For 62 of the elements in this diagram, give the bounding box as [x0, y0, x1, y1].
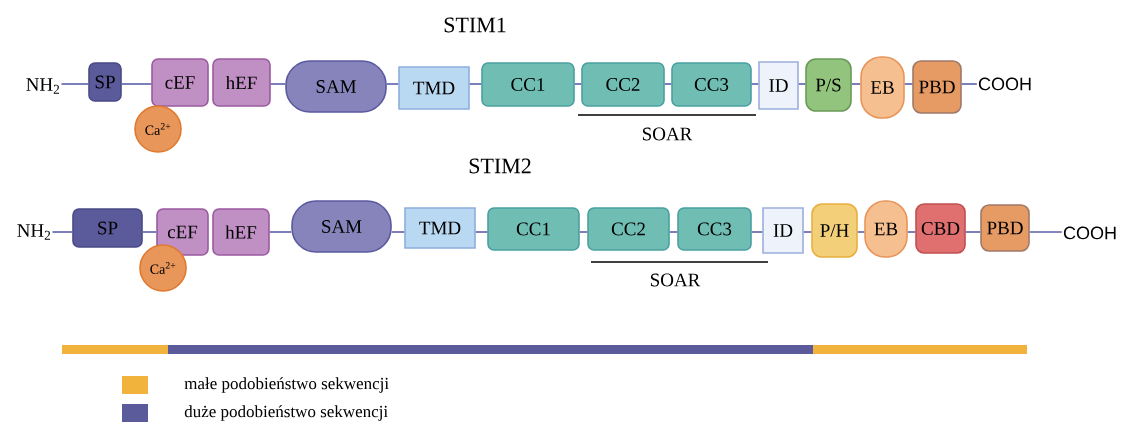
- pbd-domain: PBD: [980, 204, 1030, 252]
- coiled-coil-domain: CC1: [481, 62, 575, 107]
- backbone-line: [386, 83, 399, 85]
- id-domain: ID: [758, 61, 799, 110]
- ef-hand-domain: hEF: [212, 58, 271, 107]
- terminus-label: COOH: [1063, 226, 1116, 240]
- terminus-label: NH$_{2}$: [26, 78, 60, 94]
- ef-hand-domain: cEF: [156, 208, 209, 256]
- backbone-line: [121, 83, 152, 85]
- transmembrane-domain: TMD: [398, 66, 470, 110]
- backbone-line: [965, 231, 981, 233]
- backbone-line: [751, 231, 763, 233]
- backbone-line: [391, 231, 405, 233]
- backbone-line: [664, 83, 672, 85]
- backbone-line: [751, 83, 759, 85]
- terminus-label: COOH: [978, 77, 1031, 91]
- coiled-coil-domain: CC1: [487, 207, 580, 251]
- ps-domain: P/S: [805, 58, 852, 112]
- terminus-label: NH$_{2}$: [17, 224, 51, 240]
- ph-domain: P/H: [811, 203, 858, 258]
- legend-text: małe podobieństwo sekwencji: [184, 377, 389, 393]
- sp-domain: SP: [72, 208, 143, 248]
- backbone-line: [961, 83, 978, 85]
- backbone-line: [579, 231, 588, 233]
- eb-domain: EB: [860, 56, 905, 119]
- coiled-coil-domain: CC2: [587, 207, 670, 251]
- id-domain: ID: [762, 207, 804, 254]
- eb-domain: EB: [864, 200, 908, 258]
- backbone-line: [904, 83, 913, 85]
- protein-title: STIM1: [444, 17, 506, 33]
- coiled-coil-domain: CC3: [677, 207, 752, 251]
- backbone-line: [907, 231, 916, 233]
- backbone-line: [669, 231, 678, 233]
- pbd-domain: PBD: [912, 60, 962, 114]
- backbone-line: [475, 231, 488, 233]
- backbone-line: [142, 231, 157, 233]
- backbone-line: [270, 83, 286, 85]
- backbone-line: [803, 231, 812, 233]
- backbone-line: [798, 83, 806, 85]
- calcium-ion: Ca$^{2+}$: [139, 244, 187, 292]
- sam-domain: SAM: [291, 200, 392, 253]
- coiled-coil-domain: CC2: [581, 62, 665, 107]
- region-label: SOAR: [650, 273, 701, 287]
- backbone-line: [60, 83, 89, 85]
- backbone-line: [469, 83, 482, 85]
- cbd-domain: CBD: [915, 203, 966, 254]
- backbone-line: [857, 231, 865, 233]
- backbone-line: [851, 83, 861, 85]
- protein-title: STIM2: [469, 158, 531, 174]
- transmembrane-domain: TMD: [404, 207, 476, 249]
- ef-hand-domain: cEF: [151, 58, 209, 107]
- ef-hand-domain: hEF: [212, 208, 270, 256]
- backbone-line: [1029, 231, 1063, 233]
- calcium-ion: Ca$^{2+}$: [134, 105, 182, 153]
- region-label: SOAR: [642, 127, 693, 141]
- sam-domain: SAM: [285, 60, 387, 113]
- backbone-line: [51, 231, 73, 233]
- coiled-coil-domain: CC3: [671, 62, 752, 107]
- legend-text: duże podobieństwo sekwencji: [184, 405, 388, 421]
- sp-domain: SP: [88, 62, 122, 102]
- backbone-line: [269, 231, 292, 233]
- backbone-line: [574, 83, 582, 85]
